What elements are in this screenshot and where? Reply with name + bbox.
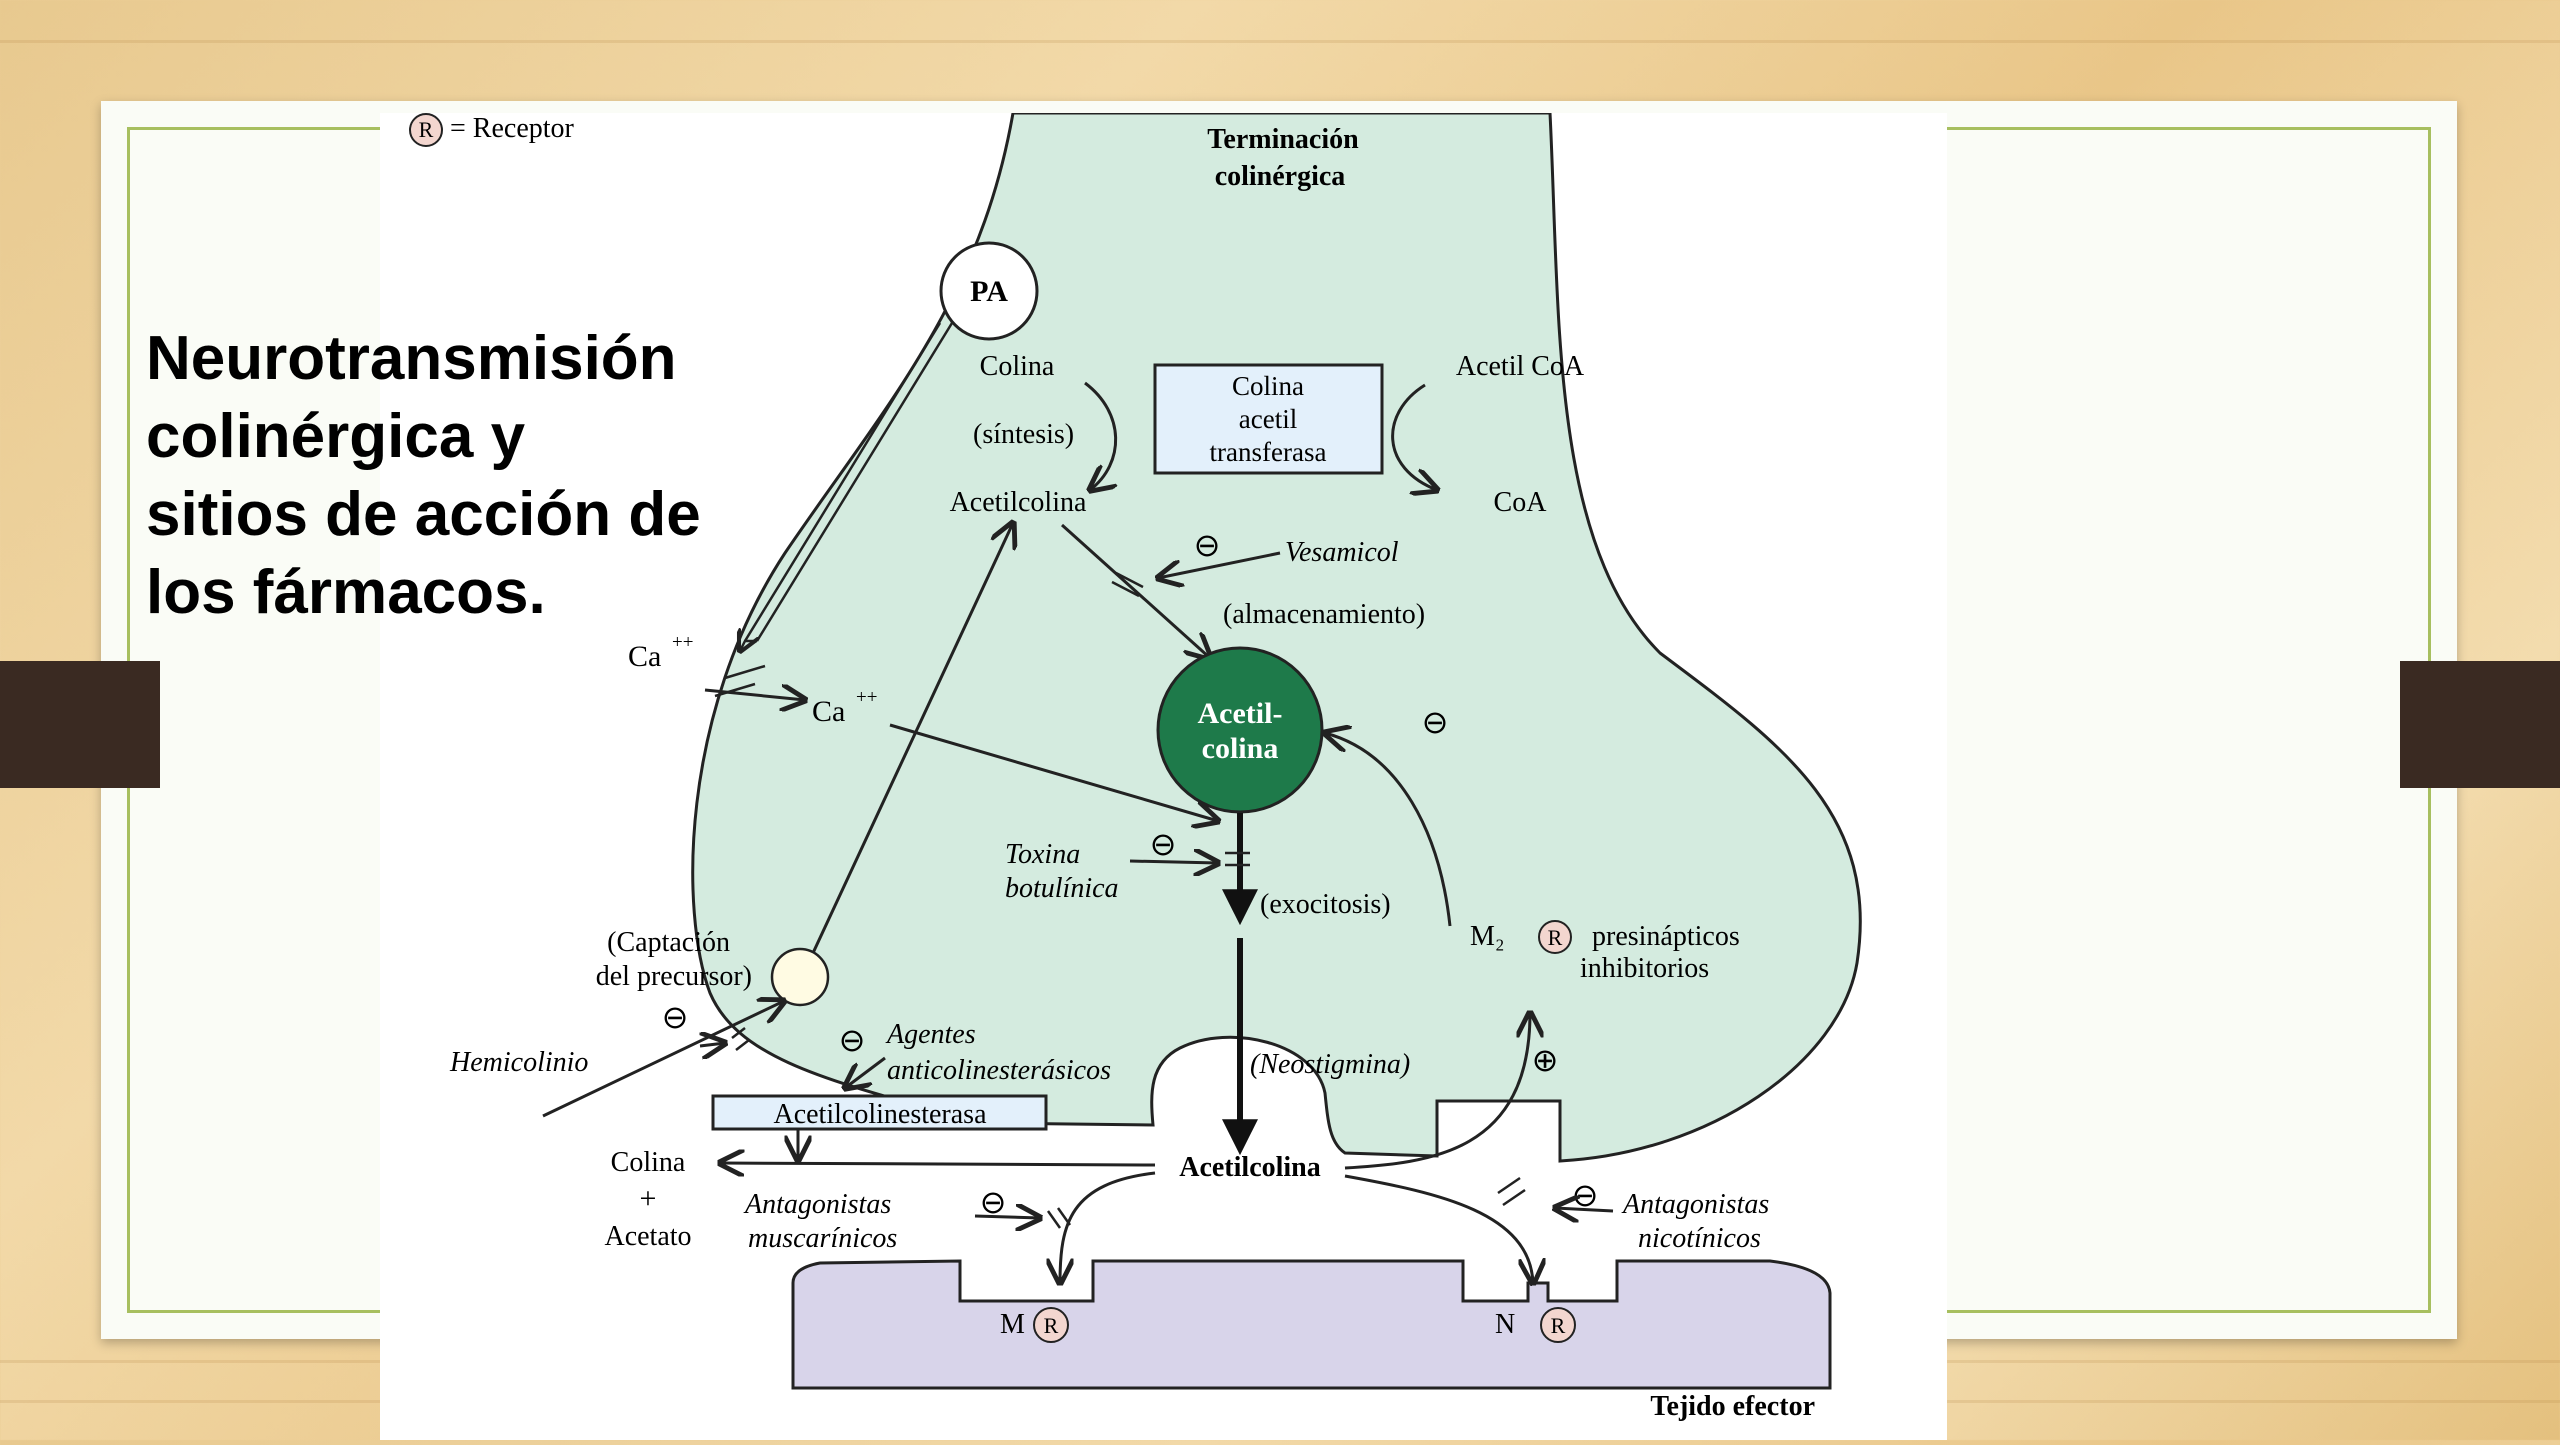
action-potential-node [939,241,1039,341]
right-decorative-tab [2400,661,2560,788]
acetil-coa-label: Acetil CoA [1456,351,1585,382]
inhibitorios-label: inhibitorios [1580,953,1709,984]
cholinergic-terminal [691,111,1862,1163]
vesicle-label-line1: Acetil- [1198,697,1283,730]
sintesis-label: (síntesis) [973,419,1074,450]
n-receptor-label: N [1495,1309,1515,1340]
captacion-line2: del precursor) [596,961,752,992]
cholinergic-diagram: R = Receptor Terminación colinérgica PA … [409,111,1862,1422]
enzyme-line1: Colina [1232,371,1304,401]
tejido-efector-label: Tejido efector [1650,1391,1815,1422]
agentes-inhibit-icon: ⊖ [839,1022,866,1058]
legend-receptor-symbol: R [419,117,434,142]
toxina-line2: botulínica [1005,873,1119,904]
muscarinic-inhibit-icon: ⊖ [980,1184,1007,1220]
vesamicol-label: Vesamicol [1285,537,1399,568]
vesamicol-inhibit-icon: ⊖ [1194,527,1221,563]
legend-receptor-icon [409,113,443,147]
n-receptor-icon [1540,1307,1576,1343]
acetilcolina-synthesis-label: Acetilcolina [950,487,1087,518]
acetilcolinesterasa-box [711,1094,1048,1131]
coa-label: CoA [1494,487,1548,518]
enzyme-line3: transferasa [1210,437,1327,467]
effector-tissue [791,1259,1832,1390]
agentes-line1: Agentes [885,1019,976,1050]
toxina-line1: Toxina [1005,839,1080,870]
agentes-line2: anticolinesterásicos [887,1055,1111,1086]
exocitosis-label: (exocitosis) [1260,889,1391,920]
m-receptor-label: M [1000,1309,1025,1340]
presinapticos-label: presinápticos [1592,921,1740,952]
m2-receptor-icon [1538,920,1572,954]
antag-nic-line1: Antagonistas [1621,1189,1769,1220]
almacenamiento-label: (almacenamiento) [1223,599,1425,630]
hemicolinio-label: Hemicolinio [449,1047,588,1078]
plus-label: + [640,1182,657,1215]
captacion-line1: (Captación [607,927,730,958]
terminal-label-line1: Terminación [1207,124,1359,155]
left-decorative-tab [0,661,160,788]
choline-transporter [770,947,830,1007]
vesicle-label-line2: colina [1202,732,1279,765]
ca-outside-label: Ca [628,640,661,673]
antag-musc-line1: Antagonistas [743,1189,891,1220]
ca-inside-label: Ca [812,695,845,728]
acetilcolina-cleft-label: Acetilcolina [1179,1152,1321,1183]
legend-text: = Receptor [450,113,575,144]
ca-outside-charge: ++ [672,632,693,653]
terminal-label-line2: colinérgica [1215,161,1346,192]
m2-receptor-symbol: R [1548,925,1563,950]
acetylcholine-vesicle [1156,646,1324,814]
diagram-panel: R = Receptor Terminación colinérgica PA … [380,111,1947,1440]
slide-title: Neurotransmisión colinérgica y sitios de… [146,324,701,627]
n-receptor-symbol: R [1551,1313,1566,1338]
acetilcolinesterasa-label: Acetilcolinesterasa [773,1099,987,1130]
acetato-label: Acetato [604,1221,691,1252]
pa-label: PA [970,275,1008,308]
colina-top-label: Colina [980,351,1055,382]
m2-feedback-inhibit-icon: ⊖ [1422,704,1449,740]
m-receptor-icon [1033,1307,1069,1343]
neostigmina-label: (Neostigmina) [1250,1049,1410,1080]
hemicolinio-inhibit-icon: ⊖ [662,999,689,1035]
enzyme-line2: acetil [1239,404,1297,434]
ca-inside-charge: ++ [856,687,877,708]
antag-musc-line2: muscarínicos [748,1223,897,1254]
colina-bottom-label: Colina [611,1147,686,1178]
m2-stimulate-icon: ⊕ [1532,1042,1559,1078]
toxina-inhibit-icon: ⊖ [1150,826,1177,862]
antag-nic-line2: nicotínicos [1638,1223,1761,1254]
m2-label: M₂ [1470,921,1505,952]
m-receptor-symbol: R [1044,1313,1059,1338]
enzyme-box [1153,363,1384,475]
